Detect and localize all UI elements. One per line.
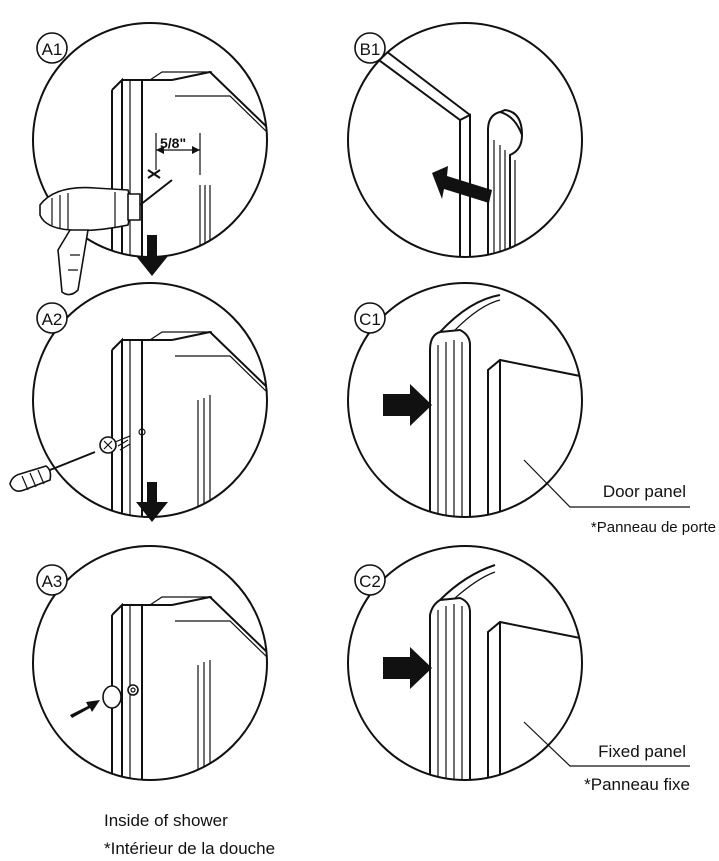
step-b1-panel: B1 — [347, 22, 583, 258]
step-c2-label: C2 — [359, 572, 381, 591]
step-c2-circle — [347, 545, 583, 781]
screw-cap-icon — [102, 684, 139, 709]
door-panel-edge — [487, 358, 582, 517]
step-c2-badge — [354, 564, 386, 596]
step-a2-panel: A2 — [9, 282, 268, 518]
step-b1-badge — [354, 32, 386, 64]
step-a1-panel: 5/8" A1 — [32, 22, 268, 296]
step-a3-panel: A3 — [32, 545, 268, 781]
step-a3-label: A3 — [42, 572, 63, 591]
step-a3-circle — [32, 545, 268, 781]
push-arrow-icon — [432, 166, 492, 203]
door-panel-leader — [523, 459, 690, 508]
fixed-panel-label-fr: *Panneau fixe — [584, 775, 690, 794]
step-c1-circle — [347, 282, 583, 518]
measure-mark — [147, 133, 201, 179]
down-arrow-icon — [136, 235, 168, 276]
seal-strip — [429, 564, 496, 780]
drill-icon — [39, 179, 173, 296]
inside-shower-label: Inside of shower — [104, 811, 228, 830]
step-a2-label: A2 — [42, 310, 63, 329]
step-c1-badge — [354, 302, 386, 334]
step-a2-badge — [36, 302, 68, 334]
fixed-panel-leader — [523, 721, 690, 767]
step-b1-circle — [347, 22, 583, 258]
push-arrow-icon — [383, 384, 432, 426]
seal-strip — [429, 294, 501, 517]
step-a1-badge — [36, 32, 68, 64]
inside-shower-label-fr: *Intérieur de la douche — [104, 839, 275, 858]
step-a2-circle — [32, 282, 268, 518]
step-c1-panel: C1 — [347, 282, 690, 518]
step-a1-label: A1 — [42, 40, 63, 59]
step-a3-badge — [36, 564, 68, 596]
screwdriver-icon — [9, 451, 96, 492]
fixed-panel-edge — [487, 620, 582, 780]
door-frame-profile — [111, 595, 267, 780]
push-arrow-icon — [383, 647, 432, 689]
door-panel-label: Door panel — [603, 482, 686, 501]
door-frame-profile — [111, 70, 267, 257]
measurement-label: 5/8" — [160, 135, 186, 151]
door-panel-label-fr: *Panneau de porte — [591, 519, 716, 536]
seal-strip — [487, 108, 524, 257]
down-arrow-icon — [136, 482, 168, 522]
screw-icon — [99, 435, 131, 454]
fixed-panel-label: Fixed panel — [598, 742, 686, 761]
glass-panel-edge — [371, 47, 471, 257]
step-c2-panel: C2 — [347, 545, 690, 781]
push-arrow-icon — [70, 700, 100, 718]
step-c1-label: C1 — [359, 310, 381, 329]
step-b1-label: B1 — [360, 40, 381, 59]
